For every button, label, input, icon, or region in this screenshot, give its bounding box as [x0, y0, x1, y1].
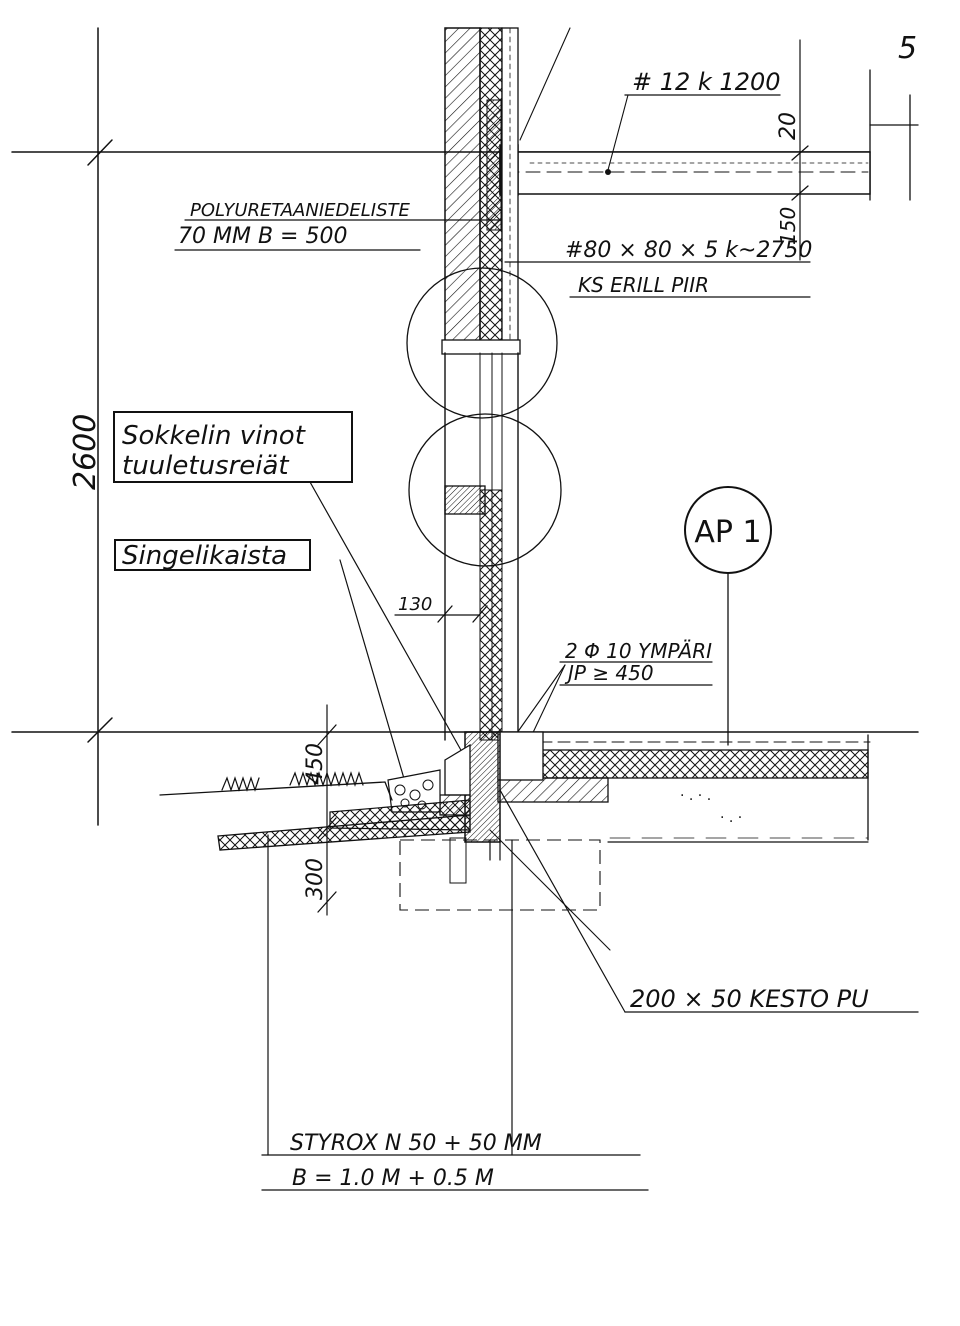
dimension-20: 20 [776, 112, 801, 140]
upper-slab-beam [499, 144, 871, 196]
styrox-label-1: STYROX N 50 + 50 MM [290, 1131, 542, 1156]
styrox-callout: STYROX N 50 + 50 MM B = 1.0 M + 0.5 M [261, 834, 649, 1191]
footing-outline [399, 837, 601, 911]
polyurethane-label-1: POLYURETAANIEDELISTE [190, 200, 410, 221]
slab-dimensions: 20 150 [776, 39, 809, 261]
plinth-dimensions: 450 300 [303, 704, 337, 916]
rebar-top-label: # 12 k 1200 [632, 68, 781, 96]
timber-label: 200 × 50 KESTO PU [630, 985, 869, 1013]
styrox-label-2: B = 1.0 M + 0.5 M [292, 1166, 494, 1191]
polyurethane-callout: POLYURETAANIEDELISTE 70 MM B = 500 [174, 200, 501, 251]
height-dimension: 2600 [68, 27, 113, 826]
dimension-300: 300 [303, 858, 328, 900]
dimension-150: 150 [776, 207, 800, 245]
detail-circle-upper [406, 267, 558, 419]
ground-floor-slab: · . · . · . · [497, 731, 871, 843]
page-mark: 5 [898, 31, 917, 66]
svg-text:· . ·: · . · [720, 810, 742, 826]
wall-section [441, 27, 521, 741]
dimension-130: 130 [398, 594, 432, 615]
ventilation-callout: Sokkelin vinot tuuletusreiät [113, 411, 463, 753]
rebar-top-callout: # 12 k 1200 [519, 27, 781, 175]
svg-text:· . · .: · . · . [680, 788, 711, 804]
steel-tube-label-2: KS ERILL PIIR [578, 273, 709, 297]
plinth-and-ground [159, 731, 501, 851]
detail-tag-ap1: AP 1 [684, 486, 772, 746]
polyurethane-label-2: 70 MM B = 500 [178, 224, 347, 249]
reinforcement-label-2: JP ≥ 450 [564, 661, 654, 685]
steel-tube-callout: #80 × 80 × 5 k~2750 KS ERILL PIIR [504, 238, 812, 298]
gravel-strip-callout: Singelikaista [114, 539, 406, 783]
right-edge-lines [867, 69, 919, 841]
detail-tag-label: AP 1 [694, 515, 761, 550]
ventilation-label-2: tuuletusreiät [122, 451, 289, 481]
detail-circle-lower [408, 413, 562, 567]
reinforcement-label-1: 2 Φ 10 YMPÄRI [565, 639, 712, 663]
dimension-130-line: 130 [394, 594, 488, 623]
steel-tube-label-1: #80 × 80 × 5 k~2750 [565, 238, 812, 263]
dimension-2600: 2600 [68, 414, 103, 490]
ventilation-label-1: Sokkelin vinot [122, 421, 306, 451]
timber-callout: 200 × 50 KESTO PU [489, 789, 919, 1013]
gravel-strip-label: Singelikaista [122, 541, 287, 571]
dimension-450: 450 [303, 743, 328, 785]
